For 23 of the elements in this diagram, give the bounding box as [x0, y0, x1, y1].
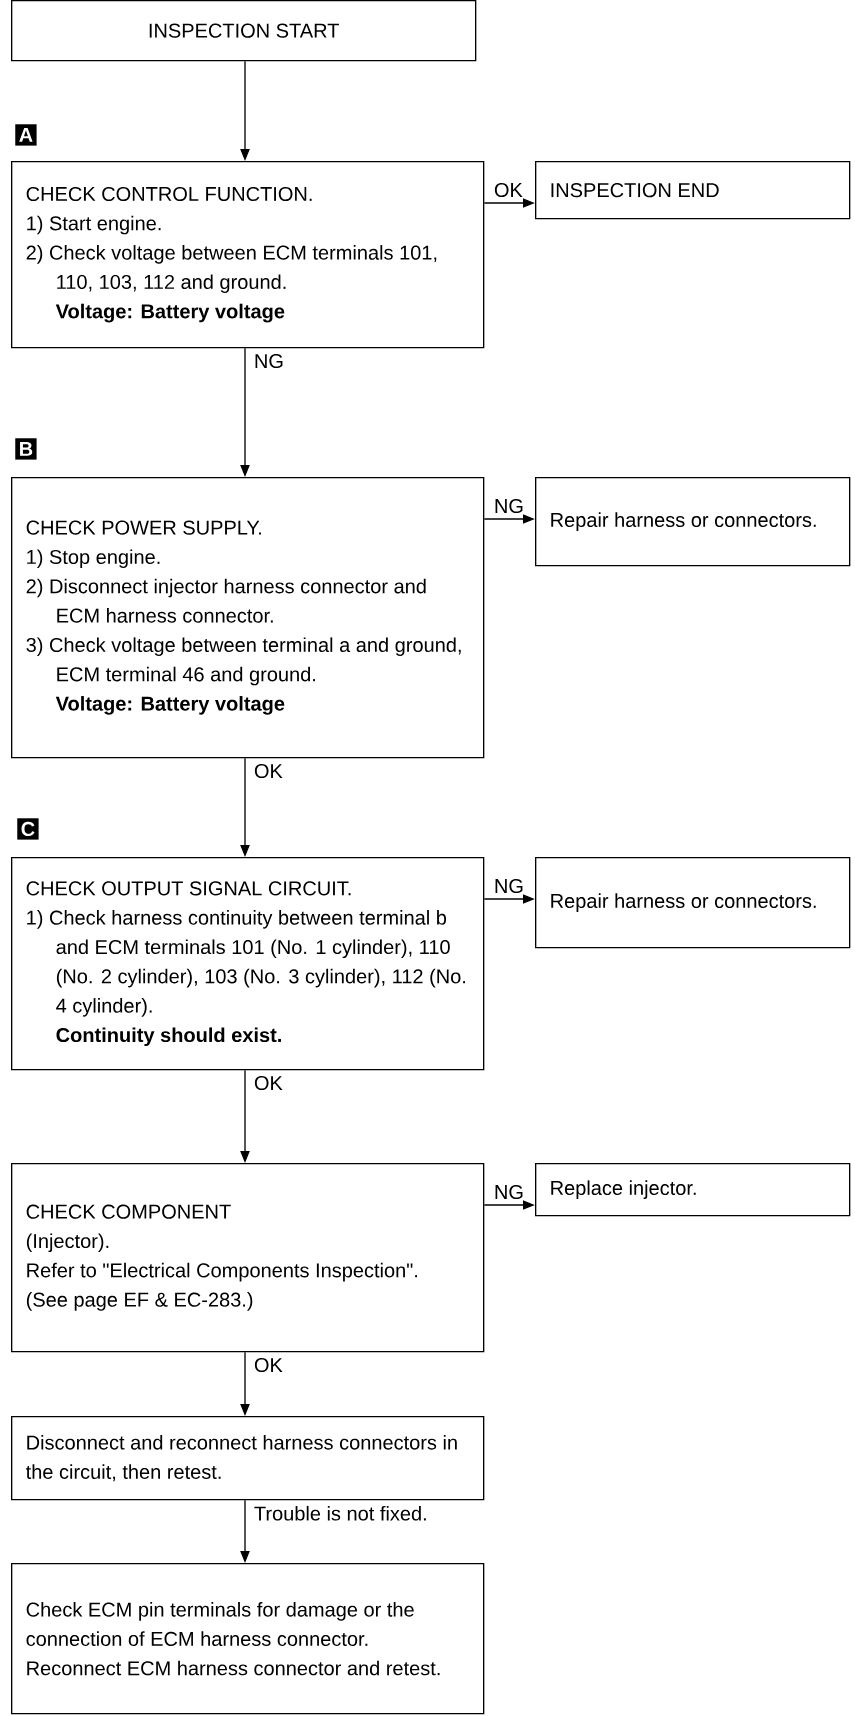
process-box: CHECK OUTPUT SIGNAL CIRCUIT. 1) Check harness continuity between terminal b and ECM terminals 101 (No. 1 cylinder), 110 (No. 2 cylinder), 103 (No. 3 cylinder), 112 (No. 4 cylinder). Continuity should exist.: [11, 857, 485, 1071]
step-letter: A: [15, 124, 37, 146]
edge-label: OK: [494, 182, 523, 198]
process-box: CHECK POWER SUPPLY. 1) Stop engine. 2) Disconnect injector harness connector and ECM harness connector. 3) Check voltage between terminal a and ground, ECM terminal 46 and ground. Voltage: Battery voltage: [11, 477, 485, 759]
edge-label: Trouble is not fixed.: [254, 1505, 426, 1521]
terminal-box: INSPECTION START: [11, 0, 477, 62]
step-letter: B: [15, 438, 37, 460]
process-box: CHECK CONTROL FUNCTION. 1) Start engine. 2) Check voltage between ECM terminals 101, 110, 103, 112 and ground. Voltage: Battery voltage: [11, 161, 485, 349]
edge-label: OK: [254, 1357, 283, 1373]
edge-label: NG: [495, 498, 523, 514]
process-box: Repair harness or connectors.: [535, 477, 851, 567]
step-letter: C: [17, 818, 39, 840]
edge-label: OK: [254, 763, 283, 779]
edge-label: NG: [495, 1184, 523, 1200]
process-box: Replace injector.: [535, 1163, 851, 1217]
edge-label: OK: [254, 1075, 283, 1091]
process-box: Disconnect and reconnect harness connectors in the circuit, then retest.: [11, 1416, 485, 1501]
process-box: CHECK COMPONENT (Injector). Refer to "Electrical Components Inspection". (See page EF & EC-283.): [11, 1163, 485, 1353]
edge-label: NG: [255, 353, 283, 369]
process-box: Check ECM pin terminals for damage or the connection of ECM harness connector. Reconnect ECM harness connector and retest.: [11, 1563, 485, 1715]
process-box: Repair harness or connectors.: [535, 857, 851, 949]
terminal-box: INSPECTION END: [535, 161, 851, 220]
edge-label: NG: [495, 878, 523, 894]
